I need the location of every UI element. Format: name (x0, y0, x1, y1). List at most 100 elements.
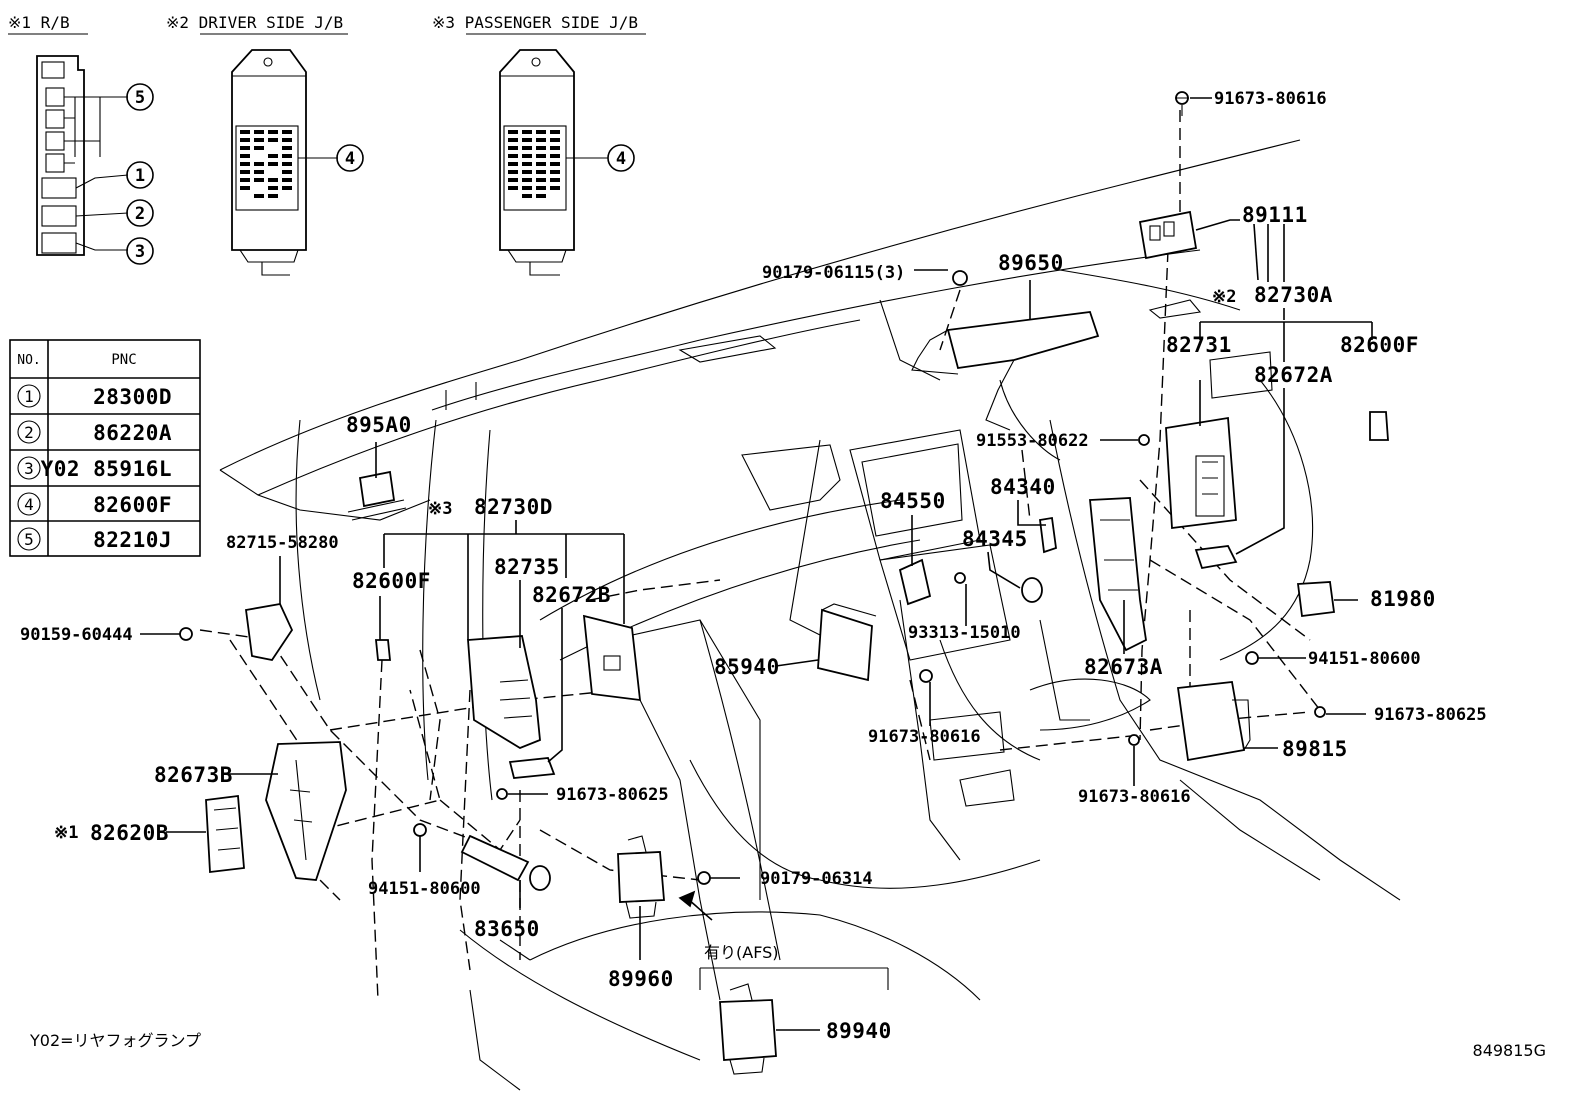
label-93313-15010: 93313-15010 (908, 623, 1021, 643)
table-row: 5 82210J (17, 527, 172, 552)
nut-94151-80600-left (413, 823, 427, 837)
y02-note: Y02=リヤフォグランプ (29, 1031, 201, 1050)
table-row: 1 28300D (17, 384, 172, 409)
bolt-91673-80625-right (1314, 706, 1326, 718)
label-82600F-right: 82600F (1340, 333, 1419, 357)
label-90179-06314: 90179-06314 (760, 869, 873, 889)
part-82600F-left (375, 639, 391, 661)
label-84340: 84340 (990, 475, 1056, 499)
label-90179-06115: 90179-06115(3) (762, 263, 905, 283)
svg-text:4: 4 (24, 495, 34, 514)
bolt-91673-80625-left (496, 788, 508, 800)
label-91673-80616-mid: 91673-80616 (868, 727, 981, 747)
part-89111 (1138, 210, 1198, 260)
label-afs-note: 有り(AFS) (704, 943, 779, 962)
svg-text:4: 4 (345, 149, 355, 169)
svg-text:4: 4 (616, 149, 626, 169)
svg-text:1: 1 (24, 387, 34, 406)
label-82673A: 82673A (1084, 655, 1163, 679)
label-89940: 89940 (826, 1019, 892, 1043)
label-mark2: ※2 (1212, 287, 1236, 307)
driver-jb-inset: ※2 DRIVER SIDE J/B 4 (166, 13, 364, 276)
passenger-jb-inset: ※3 PASSENGER SIDE J/B 4 (432, 13, 646, 276)
part-82672B (508, 757, 556, 779)
table-row: 4 82600F (17, 492, 172, 517)
label-91673-80616-bottom: 91673-80616 (1078, 787, 1191, 807)
bolt-91673-80616-bottom (1128, 734, 1140, 746)
part-82600F-right (1369, 411, 1389, 441)
part-82715-58280 (244, 602, 294, 662)
label-89650: 89650 (998, 251, 1064, 275)
driver-jb-header: ※2 DRIVER SIDE J/B (166, 13, 343, 32)
leader-lines (140, 97, 1373, 1031)
label-91673-80616-top: 91673-80616 (1214, 89, 1327, 109)
rb-header: ※1 R/B (8, 13, 70, 32)
label-82735: 82735 (494, 555, 560, 579)
bolt-91553-80622 (1138, 434, 1150, 446)
svg-text:3: 3 (24, 459, 34, 478)
part-89940 (719, 999, 777, 1061)
driver-fuse-grid (240, 130, 292, 198)
label-895A0: 895A0 (346, 413, 412, 437)
label-83650: 83650 (474, 917, 540, 941)
part-82731 (1165, 416, 1237, 530)
label-82672B: 82672B (532, 583, 611, 607)
label-90159-60444: 90159-60444 (20, 625, 133, 645)
callout-1 (126, 161, 154, 189)
part-82735 (467, 635, 541, 750)
svg-text:2: 2 (24, 423, 34, 442)
nut-94151-80600-right (1245, 651, 1259, 665)
label-82715-58280: 82715-58280 (226, 533, 339, 553)
label-89815: 89815 (1282, 737, 1348, 761)
assembly-lines (199, 110, 1321, 1001)
svg-text:5: 5 (24, 530, 34, 549)
relay-block (36, 55, 85, 256)
svg-text:82600F: 82600F (93, 493, 172, 517)
rb-inset: ※1 R/B 5 1 2 3 (8, 13, 154, 265)
part-83650-end (529, 865, 551, 891)
part-895A0 (358, 470, 396, 508)
table-col-pnc: PNC (111, 352, 136, 368)
svg-text:2: 2 (135, 204, 145, 224)
driver-junction-block (231, 49, 307, 251)
part-89960 (617, 851, 665, 903)
svg-text:28300D: 28300D (93, 385, 172, 409)
label-84345: 84345 (962, 527, 1028, 551)
label-82600F-left: 82600F (352, 569, 431, 593)
label-91553-80622: 91553-80622 (976, 431, 1089, 451)
label-89111: 89111 (1242, 203, 1308, 227)
part-82672A (1194, 545, 1238, 570)
callout-5 (126, 83, 154, 111)
label-82730A: 82730A (1254, 283, 1333, 307)
label-82673B: 82673B (154, 763, 233, 787)
table-col-no: NO. (17, 353, 40, 368)
svg-text:3: 3 (135, 242, 145, 262)
svg-text:1: 1 (135, 166, 145, 186)
pnc-table: NO. PNC 1 28300D 2 86220A 3 Y02 85916L 4… (9, 339, 201, 557)
bolt-91673-80616-mid (919, 669, 933, 683)
svg-text:86220A: 86220A (93, 421, 172, 445)
driver-callout-4 (336, 144, 364, 172)
label-85940: 85940 (714, 655, 780, 679)
dashboard-outline (219, 139, 1401, 1091)
table-row: 3 Y02 85916L (17, 456, 172, 481)
passenger-jb-header: ※3 PASSENGER SIDE J/B (432, 13, 638, 32)
nut-90179-06314 (697, 871, 711, 885)
label-91673-80625-right: 91673-80625 (1374, 705, 1487, 725)
part-84550 (898, 558, 932, 606)
label-82672A: 82672A (1254, 363, 1333, 387)
passenger-callout-4 (607, 144, 635, 172)
part-82730D (582, 614, 642, 702)
label-mark1: ※1 (54, 823, 78, 843)
svg-text:Y02 85916L: Y02 85916L (41, 457, 172, 481)
parts (179, 91, 1389, 1075)
part-82673A (1089, 497, 1147, 652)
label-94151-80600-left: 94151-80600 (368, 879, 481, 899)
label-89960: 89960 (608, 967, 674, 991)
part-labels: 91673-80616 89111 82730A ※2 90179-06115(… (20, 89, 1487, 1043)
part-83650 (460, 834, 530, 882)
part-84340 (1038, 516, 1057, 554)
label-82620B: 82620B (90, 821, 169, 845)
callout-2 (126, 199, 154, 227)
